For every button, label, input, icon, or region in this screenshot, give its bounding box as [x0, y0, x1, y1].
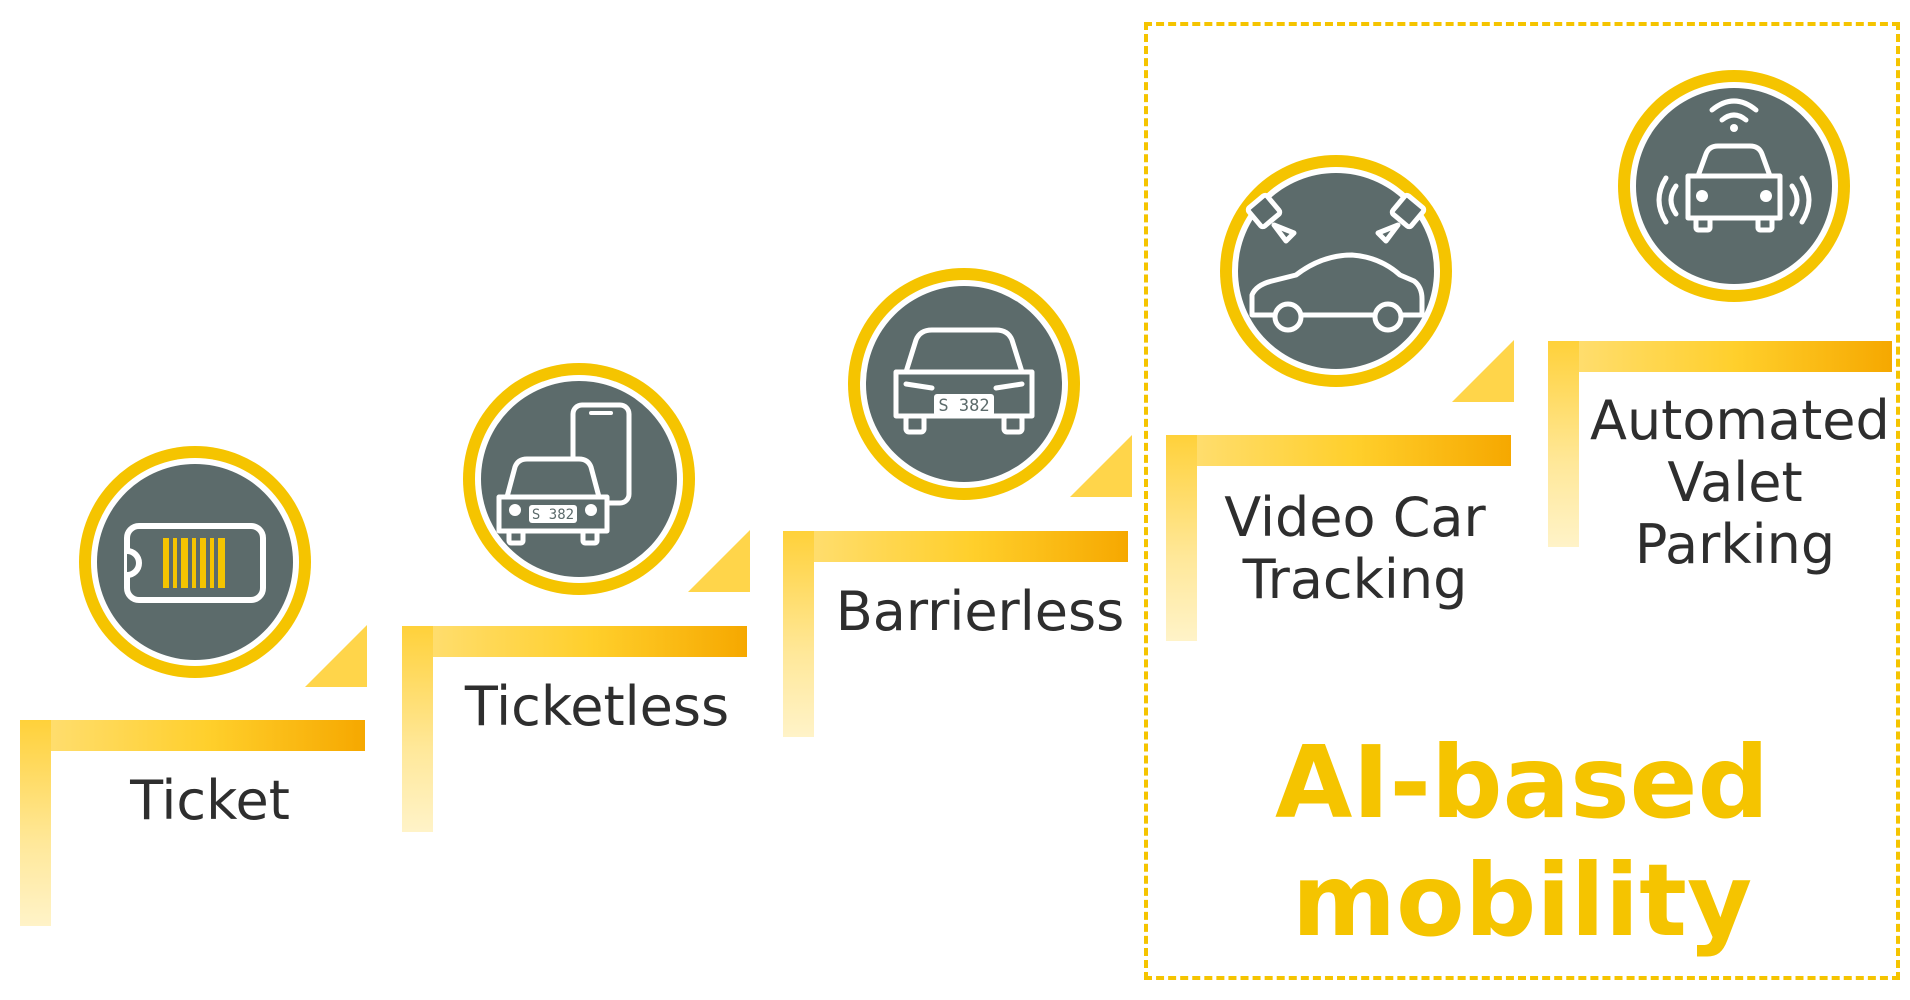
step-4-arrow: [1452, 340, 1514, 402]
ai-mobility-frame: [1144, 22, 1900, 980]
ai-title-line-2: mobility: [1291, 842, 1753, 959]
step-1-bar: [20, 720, 365, 751]
step-3-arrow: [1070, 435, 1132, 497]
step-2-bar: [402, 626, 747, 657]
step-4-bar: [1166, 435, 1511, 466]
car-smartphone-plate-icon: S 382: [463, 363, 695, 595]
ai-title-line-1: AI-based: [1274, 724, 1770, 841]
step-5-bar: [1548, 341, 1892, 372]
step-4-label-line-1: Video Car: [1224, 486, 1486, 549]
step-2-label: Ticketless: [464, 675, 730, 738]
plate-text: S 382: [938, 396, 989, 416]
step-1-label: Ticket: [130, 769, 290, 832]
step-4-leg: [1166, 435, 1197, 641]
step-1-arrow: [305, 625, 367, 687]
car-front-plate-icon: S 382: [848, 268, 1080, 500]
step-2-leg: [402, 626, 433, 832]
step-5-label-line-1: Automated: [1590, 389, 1890, 452]
step-5-label-line-2: Valet: [1667, 451, 1803, 514]
ticket-barcode-icon: [79, 446, 311, 678]
car-cameras-icon: [1220, 155, 1452, 387]
plate-text: S 382: [532, 507, 574, 523]
step-3-label: Barrierless: [835, 580, 1125, 643]
step-1-leg: [20, 720, 51, 926]
step-4-label-line-2: Tracking: [1242, 548, 1468, 611]
step-3-bar: [783, 531, 1128, 562]
step-2-arrow: [688, 530, 750, 592]
step-5-label-line-3: Parking: [1634, 513, 1836, 576]
step-3-leg: [783, 531, 814, 737]
step-5-leg: [1548, 341, 1579, 547]
autonomous-car-sensor-icon: [1618, 70, 1850, 302]
